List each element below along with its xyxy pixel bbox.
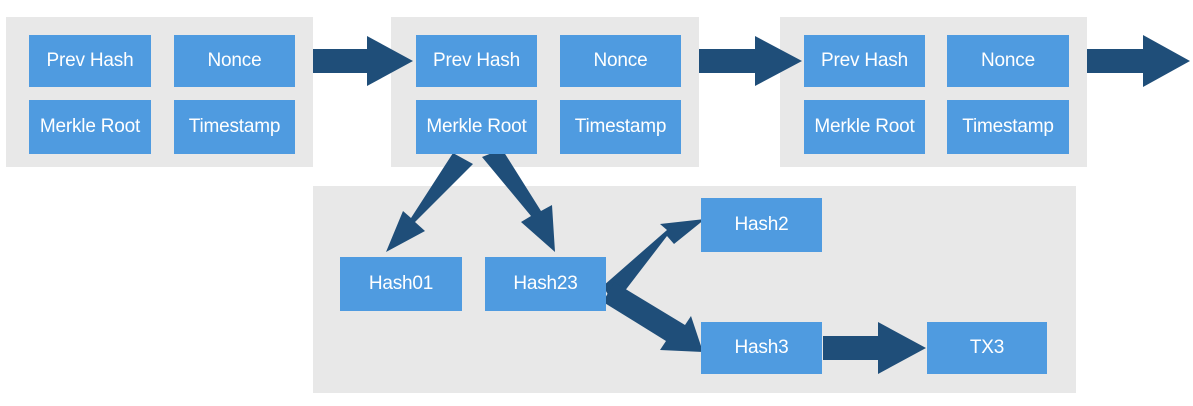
arrow-block3-to-next	[1087, 35, 1190, 87]
node-hash2: Hash2	[701, 198, 822, 252]
node-hash23: Hash23	[485, 257, 606, 311]
block1-nonce: Nonce	[174, 35, 295, 87]
block2-prev-hash: Prev Hash	[416, 35, 537, 87]
arrow-hash3-to-tx3	[823, 322, 926, 374]
block3-nonce: Nonce	[947, 35, 1069, 87]
block3-prev-hash: Prev Hash	[804, 35, 925, 87]
block1-timestamp: Timestamp	[174, 100, 295, 154]
block1-prev-hash: Prev Hash	[29, 35, 151, 87]
arrow-hash23-to-hash3	[603, 282, 703, 352]
arrow-block2-to-block3	[699, 36, 802, 86]
block3-merkle-root: Merkle Root	[804, 100, 925, 154]
node-hash3: Hash3	[701, 322, 822, 374]
block2-timestamp: Timestamp	[560, 100, 681, 154]
node-hash01: Hash01	[340, 257, 462, 311]
block3-timestamp: Timestamp	[947, 100, 1069, 154]
block1-merkle-root: Merkle Root	[29, 100, 151, 154]
arrow-merkle-to-hash01	[386, 153, 473, 252]
node-tx3: TX3	[927, 322, 1047, 374]
arrow-merkle-to-hash23	[482, 149, 555, 252]
block2-nonce: Nonce	[560, 35, 681, 87]
arrow-block1-to-block2	[313, 36, 413, 86]
block2-merkle-root: Merkle Root	[416, 100, 537, 154]
arrow-hash23-to-hash2	[603, 219, 705, 305]
